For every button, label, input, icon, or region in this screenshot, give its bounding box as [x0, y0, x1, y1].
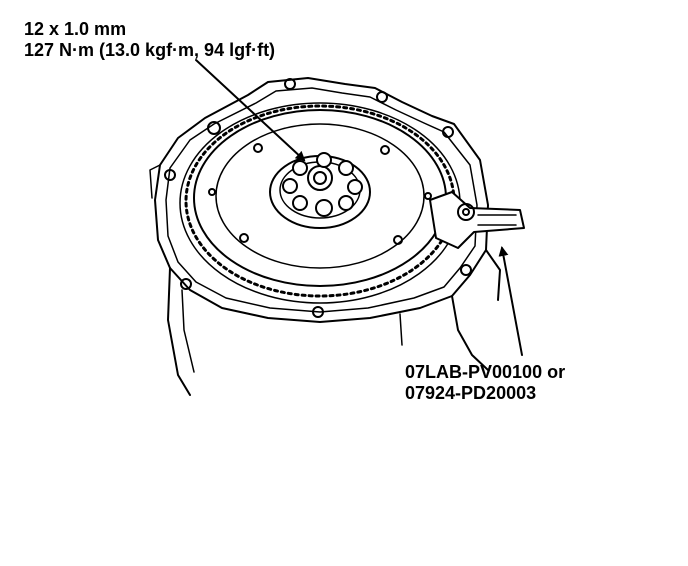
- tool-leader-arrow: [498, 246, 523, 356]
- tool-number-1: 07LAB-PV00100 or: [405, 362, 566, 382]
- flywheel-bolts: [282, 152, 363, 217]
- flywheel: [208, 123, 432, 269]
- tool-callout: 07LAB-PV00100 or 07924-PD20003: [405, 362, 565, 404]
- torque-callout: 12 x 1.0 mm 127 N·m (13.0 kgf·m, 94 lgf·…: [24, 19, 275, 61]
- ring-gear-holder-tool: [429, 191, 525, 249]
- torque-value-label: 127 N·m (13.0 kgf·m, 94 lgf·ft): [24, 40, 276, 60]
- engine-block-outline: [149, 77, 501, 396]
- tool-number-2: 07924-PD20003: [405, 383, 537, 403]
- torque-leader-arrow: [195, 59, 306, 162]
- bolt-size-label: 12 x 1.0 mm: [24, 19, 127, 39]
